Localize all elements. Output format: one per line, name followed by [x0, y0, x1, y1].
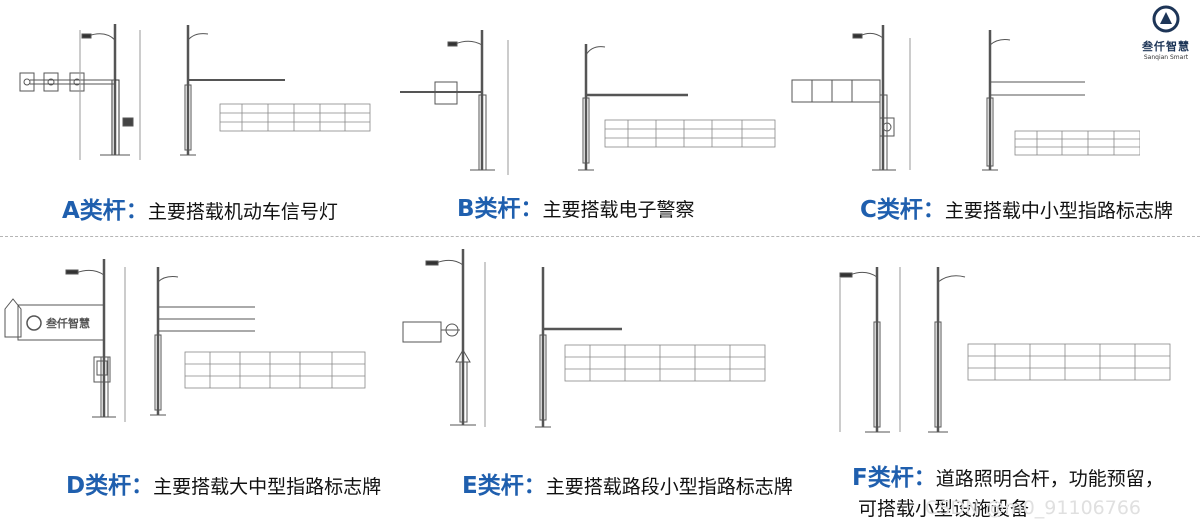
pole-e-drawing	[402, 249, 766, 428]
panel-b-colon: ：	[520, 197, 543, 222]
panel-b: B类杆：主要搭载电子警察	[400, 0, 800, 236]
panel-e-code: E类杆	[462, 473, 524, 499]
panel-b-caption: B类杆：主要搭载电子警察	[457, 189, 695, 223]
panel-b-description: 主要搭载电子警察	[542, 199, 695, 221]
panel-f: F类杆：道路照明合杆，功能预留， 可搭载小型设施设备	[820, 237, 1200, 523]
panel-f-description-line2: 可搭载小型设施设备	[858, 498, 1030, 520]
sign-board-brand-text: 叁仟智慧	[45, 316, 90, 330]
panel-a-colon: ：	[125, 199, 148, 224]
panel-d-colon: ：	[131, 474, 154, 499]
pole-f-drawing	[839, 267, 1171, 433]
panel-f-caption: F类杆：道路照明合杆，功能预留， 可搭载小型设施设备	[852, 458, 1164, 521]
panel-c-colon: ：	[922, 198, 945, 223]
panel-d-caption: D类杆：主要搭载大中型指路标志牌	[66, 466, 381, 500]
pole-c-drawing	[791, 25, 1140, 171]
pole-a-drawing	[19, 24, 371, 160]
panel-c-code: C类杆	[860, 197, 923, 223]
pole-b-drawing	[400, 30, 776, 175]
panel-f-description: 道路照明合杆，功能预留，	[935, 468, 1164, 490]
panel-c: C类杆：主要搭载中小型指路标志牌	[780, 0, 1200, 236]
panel-b-code: B类杆	[457, 196, 521, 222]
brand-name-cn: 叁仟智慧	[1142, 40, 1190, 53]
watermark: CSDN @m0_91106766	[925, 497, 1142, 519]
panel-e: E类杆：主要搭载路段小型指路标志牌	[400, 237, 820, 523]
panel-e-colon: ：	[523, 474, 546, 499]
panel-c-caption: C类杆：主要搭载中小型指路标志牌	[860, 190, 1173, 224]
section-divider	[0, 236, 1200, 237]
panel-d-code: D类杆	[66, 473, 132, 499]
panel-d: 叁仟智慧 D类杆：主要搭载大中型指路标志牌	[0, 237, 400, 523]
pole-d-drawing: 叁仟智慧	[4, 259, 366, 422]
brand-name-en: Sanqian Smart	[1143, 54, 1189, 61]
brand-logo: 叁仟智慧 Sanqian Smart	[1138, 4, 1194, 64]
panel-e-caption: E类杆：主要搭载路段小型指路标志牌	[462, 466, 793, 500]
panel-f-colon: ：	[913, 466, 936, 491]
panel-f-code: F类杆	[852, 465, 914, 491]
panel-a-description: 主要搭载机动车信号灯	[147, 201, 338, 223]
sanqian-logo-icon	[1152, 5, 1180, 33]
panel-e-description: 主要搭载路段小型指路标志牌	[545, 476, 793, 498]
panel-d-description: 主要搭载大中型指路标志牌	[153, 476, 382, 498]
panel-a-caption: A类杆：主要搭载机动车信号灯	[62, 191, 338, 225]
panel-c-description: 主要搭载中小型指路标志牌	[944, 200, 1173, 222]
panel-a-code: A类杆	[62, 198, 126, 224]
panel-a: A类杆：主要搭载机动车信号灯	[0, 0, 400, 236]
